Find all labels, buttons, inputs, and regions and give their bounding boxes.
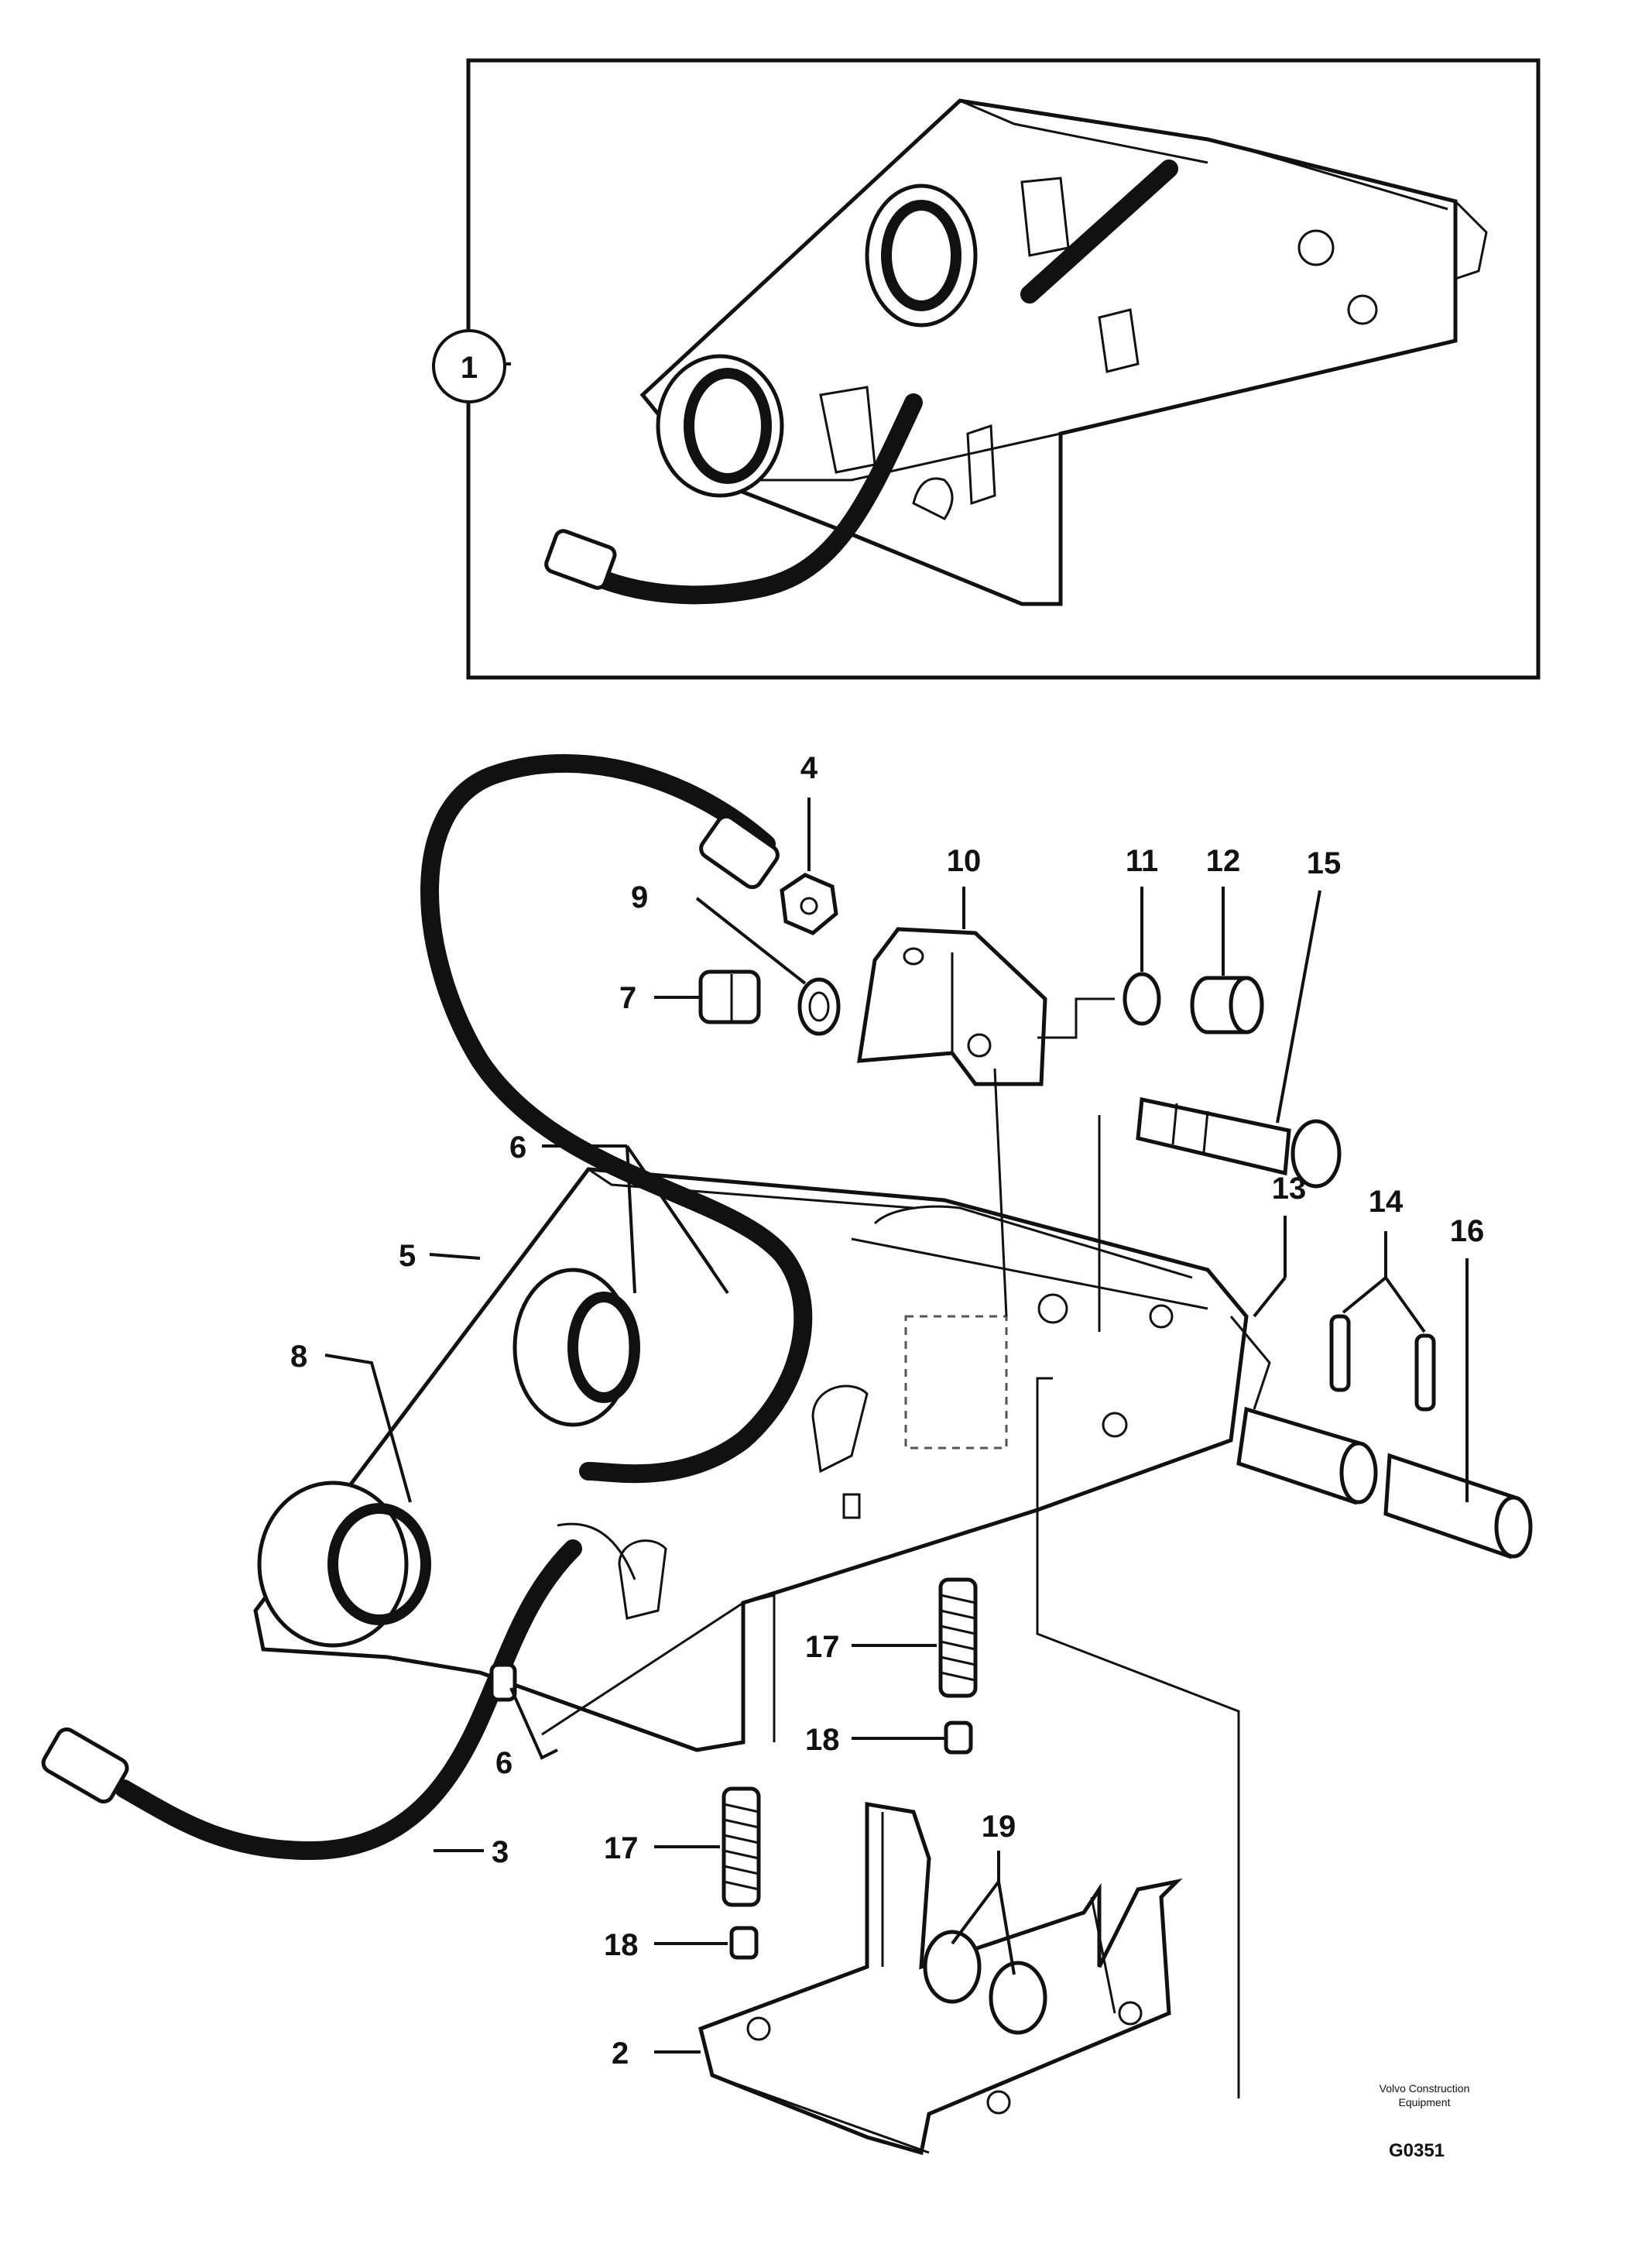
leader-6a-branches	[626, 1144, 729, 1295]
inset-hose-upper	[1020, 160, 1178, 304]
label-12: 12	[1206, 844, 1241, 878]
brand-line-1: Volvo Construction	[1380, 2082, 1470, 2095]
label-11: 11	[1126, 844, 1158, 878]
part-10-cylinder	[857, 927, 1047, 1086]
label-2: 2	[612, 2036, 629, 2071]
assembly-line-cylinder	[993, 1068, 1008, 1317]
label-17b: 17	[604, 1831, 639, 1865]
label-6a: 6	[509, 1131, 526, 1165]
label-14: 14	[1369, 1185, 1404, 1219]
assembly-line-10	[1037, 997, 1115, 1039]
leader-8	[324, 1354, 412, 1503]
part-2-locking-plate	[698, 1802, 1183, 2156]
hose-fitting-top	[699, 814, 780, 890]
inset-hose-fitting	[544, 529, 617, 590]
label-18a: 18	[805, 1723, 840, 1757]
callout-circle-1	[432, 329, 506, 403]
part-18-cap-upper	[944, 1721, 973, 1755]
label-10: 10	[947, 844, 982, 878]
part-11-o-ring	[1123, 972, 1161, 1026]
part-17-spring-upper	[938, 1577, 978, 1698]
part-12-bushing	[1190, 976, 1264, 1034]
hose-fitting-bottom	[41, 1727, 129, 1804]
assembly-line-lower	[1036, 1377, 1240, 2098]
quick-coupler-frame	[253, 1167, 1271, 1752]
label-15: 15	[1307, 846, 1342, 880]
leader-14	[1342, 1231, 1426, 1333]
hose-lower	[115, 1539, 582, 1861]
part-9-washer	[797, 977, 841, 1036]
label-19: 19	[982, 1810, 1016, 1844]
label-6b: 6	[495, 1746, 512, 1780]
label-7: 7	[619, 981, 636, 1015]
label-13: 13	[1272, 1172, 1307, 1206]
inset-hose-lower	[579, 393, 923, 605]
label-3: 3	[492, 1835, 509, 1869]
label-9: 9	[631, 880, 648, 914]
part-18-cap-lower	[729, 1926, 759, 1960]
label-4: 4	[800, 751, 818, 785]
label-17a: 17	[805, 1630, 840, 1664]
drawing-code: G0351	[1389, 2140, 1445, 2161]
leader-6b	[509, 1687, 558, 1760]
leader-15	[1276, 890, 1321, 1124]
leader-9	[695, 897, 807, 985]
leader-5	[429, 1253, 481, 1260]
part-4-nut	[780, 873, 838, 935]
part-14-roll-pins	[1329, 1314, 1436, 1412]
label-5: 5	[399, 1239, 416, 1273]
part-7-plug	[698, 969, 761, 1024]
part-6-nipple	[489, 1662, 517, 1702]
label-1: 1	[461, 351, 478, 385]
label-8a: 8	[290, 1340, 307, 1374]
part-15-pin	[1136, 1096, 1342, 1189]
brand-line-2: Equipment	[1399, 2096, 1451, 2108]
hidden-cylinder-outline	[904, 1315, 1008, 1450]
part-16-shafts	[1236, 1406, 1533, 1559]
label-18b: 18	[604, 1928, 639, 1962]
hose-upper	[420, 753, 813, 1484]
part-17-spring-lower	[722, 1786, 761, 1907]
label-16: 16	[1450, 1214, 1485, 1248]
leader-19	[951, 1851, 1016, 1975]
inset-coupler-body	[639, 98, 1488, 606]
leader-13b	[1253, 1276, 1287, 1318]
